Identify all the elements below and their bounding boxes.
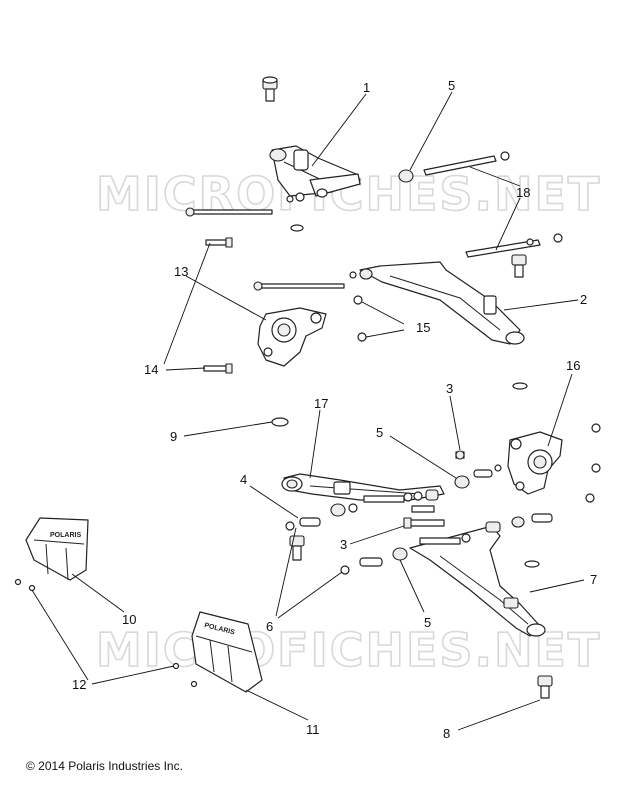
copyright-text: © 2014 Polaris Industries Inc. — [26, 759, 183, 773]
callout-5-lower: 5 — [424, 615, 431, 630]
spindle-right — [507, 431, 563, 495]
pin-4 — [299, 517, 321, 527]
guard-10: POLARIS — [25, 517, 89, 581]
pin-lower — [359, 557, 383, 567]
guard-11: POLARIS — [191, 611, 263, 693]
nut-6-upper — [285, 521, 295, 531]
nut-6 — [340, 565, 350, 575]
nut-row-1 — [403, 492, 413, 502]
callout-5-top: 5 — [448, 78, 455, 93]
bolt-row-3 — [419, 537, 461, 545]
watermark-bottom: MICROFICHES.NET — [96, 623, 601, 677]
callout-13: 13 — [174, 264, 188, 279]
callout-14: 14 — [144, 362, 158, 377]
lower-pivot-bolt — [257, 283, 345, 289]
bolt-3-lower — [409, 519, 445, 527]
upper-a-arm — [269, 145, 361, 198]
lower-a-arm-rear — [281, 473, 445, 501]
screw-12a — [14, 578, 22, 586]
callout-2: 2 — [580, 292, 587, 307]
washer-shaft — [526, 238, 534, 246]
callout-7: 7 — [590, 572, 597, 587]
bolt-row-2 — [411, 505, 435, 513]
washer-lower-1 — [349, 271, 357, 279]
nut-row-3 — [461, 533, 471, 543]
ball-joint-8 — [537, 675, 553, 699]
nut-row-2 — [413, 491, 423, 501]
callout-17: 17 — [314, 396, 328, 411]
nut-shaft — [553, 233, 563, 243]
nut-15a — [353, 295, 363, 305]
screw-12b — [28, 584, 36, 592]
bushing-row — [425, 489, 439, 501]
bushing-right — [511, 516, 525, 528]
lower-a-arm-upper — [359, 261, 525, 345]
washer-upper-1 — [286, 195, 294, 203]
callout-9: 9 — [170, 429, 177, 444]
ball-joint-right — [511, 254, 527, 278]
guard-10-logo: POLARIS — [50, 532, 81, 539]
nut-right-1 — [591, 423, 601, 433]
pin-right — [531, 513, 553, 523]
shaft-lower — [465, 239, 541, 258]
nut-right-3 — [585, 493, 595, 503]
callout-1: 1 — [363, 80, 370, 95]
bushing-row-2 — [485, 521, 501, 533]
callout-6: 6 — [266, 619, 273, 634]
screw-12d — [190, 680, 198, 688]
spindle-left — [257, 307, 327, 367]
callouts: 1 5 18 13 2 15 14 3 16 17 9 5 4 3 6 5 7 … — [72, 78, 597, 741]
screw-12c — [172, 662, 180, 670]
callout-18: 18 — [516, 185, 530, 200]
leader-lines — [31, 91, 585, 731]
bolt-3-upper — [455, 450, 465, 460]
bushing-5a — [330, 503, 346, 517]
ball-joint-6 — [289, 535, 305, 561]
callout-3-top: 3 — [446, 381, 453, 396]
callout-3-lower: 3 — [340, 537, 347, 552]
callout-4: 4 — [240, 472, 247, 487]
upper-ball-joint — [262, 76, 278, 102]
lower-pivot-bolt-head — [253, 281, 263, 291]
shaft-upper — [423, 155, 497, 176]
bushing-top — [398, 169, 414, 183]
bushing-5c — [392, 547, 408, 561]
callout-16: 16 — [566, 358, 580, 373]
washer-a — [348, 503, 358, 513]
nut-right-2 — [591, 463, 601, 473]
nut-15b — [357, 332, 367, 342]
washer-b — [494, 464, 502, 472]
o-ring-upper — [290, 224, 304, 232]
bolt-14b — [203, 363, 233, 374]
bolt-row-1 — [363, 495, 405, 503]
o-ring-lower — [524, 560, 540, 568]
pin-row — [473, 469, 493, 478]
o-ring-right — [512, 382, 528, 390]
callout-10: 10 — [122, 612, 136, 627]
bolt-3-lower-head — [403, 517, 412, 529]
callout-12: 12 — [72, 677, 86, 692]
callout-11: 11 — [306, 722, 320, 737]
nut-top-right — [500, 151, 510, 161]
o-ring-9 — [271, 417, 289, 427]
upper-pivot-bolt — [185, 207, 273, 217]
callout-5-mid: 5 — [376, 425, 383, 440]
bolt-14a — [205, 237, 233, 248]
nut-upper-1 — [295, 192, 305, 202]
bushing-5b — [454, 475, 470, 489]
callout-15: 15 — [416, 320, 430, 335]
callout-8: 8 — [443, 726, 450, 741]
